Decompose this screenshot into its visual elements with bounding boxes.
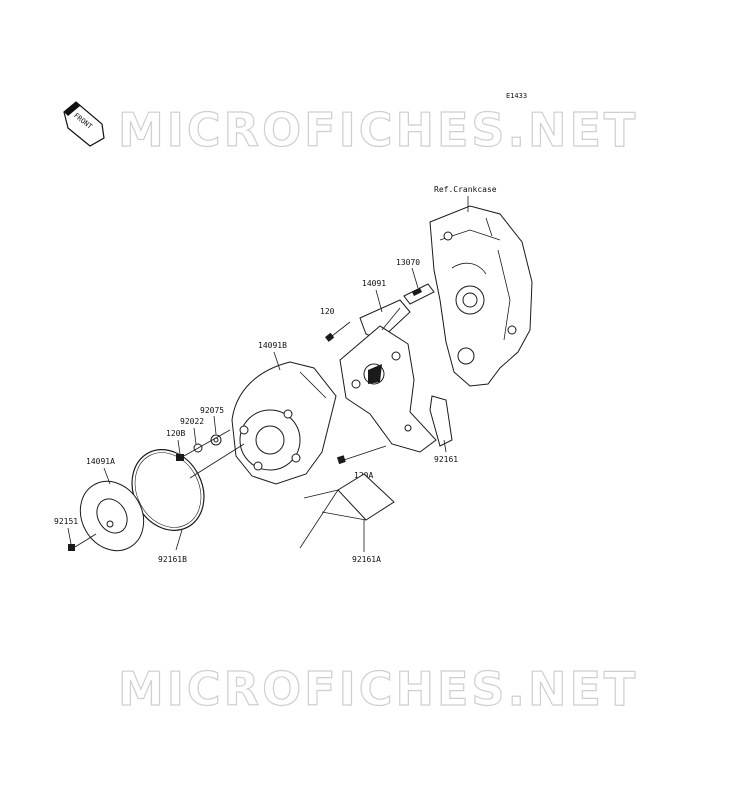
main-bracket (339, 325, 437, 453)
label-14091: 14091 (362, 279, 386, 288)
watermark-top: MICROFICHES.NET (118, 103, 638, 157)
front-arrow-icon: FRONT (63, 101, 105, 147)
bolt-120a (336, 445, 387, 465)
diagram-code: E1433 (506, 92, 527, 100)
label-92151: 92151 (54, 517, 78, 526)
part-92161 (429, 395, 453, 447)
part-14091 (359, 299, 411, 341)
bolt-92151 (68, 533, 97, 551)
label-92022: 92022 (180, 417, 204, 426)
crankcase-ref (429, 205, 533, 387)
label-92161: 92161 (434, 455, 458, 464)
label-120b: 120B (166, 429, 185, 438)
watermark-bottom: MICROFICHES.NET (118, 662, 638, 716)
part-14091b (231, 361, 337, 485)
bolt-120 (325, 321, 351, 342)
label-92161b: 92161B (158, 555, 187, 564)
ref-crankcase-label: Ref.Crankcase (434, 185, 497, 194)
label-92161a: 92161A (352, 555, 381, 564)
label-14091a: 14091A (86, 457, 115, 466)
label-120: 120 (320, 307, 335, 316)
part-92075 (210, 434, 222, 446)
label-14091b: 14091B (258, 341, 287, 350)
label-13070: 13070 (396, 258, 420, 267)
part-92161a (299, 473, 395, 549)
label-92075: 92075 (200, 406, 224, 415)
part-13070 (403, 283, 435, 305)
part-14091a (79, 480, 145, 552)
bolt-120b (176, 454, 184, 461)
